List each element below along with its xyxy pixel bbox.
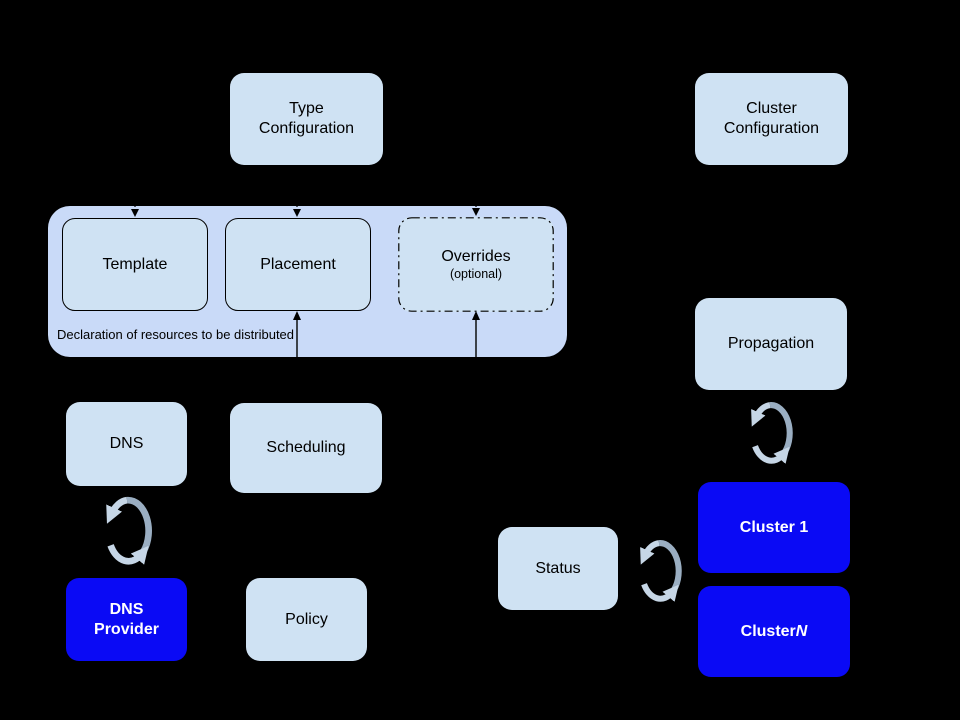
status-label: Status (535, 559, 581, 577)
sync-icon (742, 397, 798, 473)
overrides-label: Overrides (441, 247, 511, 265)
propagation-box: Propagation (695, 298, 847, 390)
type-configuration-box: Type Configuration (230, 73, 383, 165)
overrides-box: Overrides (optional) (398, 217, 554, 312)
policy-box: Policy (246, 578, 367, 661)
propagation-label: Propagation (727, 335, 815, 353)
sync-icon (96, 492, 158, 574)
dns-box: DNS (66, 402, 187, 486)
sync-icon (631, 535, 687, 611)
cluster-n-label-prefix: Cluster (740, 622, 796, 640)
cluster-configuration-box: Cluster Configuration (695, 73, 848, 165)
dns-provider-box: DNS Provider (66, 578, 187, 661)
cluster-1-box: Cluster 1 (698, 482, 850, 573)
scheduling-box: Scheduling (230, 403, 382, 493)
cluster-1-label: Cluster 1 (739, 518, 809, 536)
cluster-n-box: Cluster N (698, 586, 850, 677)
placement-box: Placement (225, 218, 371, 311)
policy-label: Policy (285, 610, 328, 628)
overrides-sublabel: (optional) (449, 267, 503, 282)
placement-label: Placement (260, 255, 336, 273)
dns-label: DNS (109, 435, 144, 453)
declaration-group-caption: Declaration of resources to be distribut… (57, 327, 295, 342)
scheduling-label: Scheduling (266, 439, 346, 457)
template-label: Template (102, 255, 168, 273)
status-box: Status (498, 527, 618, 610)
type-configuration-label: Type Configuration (258, 100, 355, 137)
cluster-n-label-suffix: N (795, 622, 808, 640)
cluster-configuration-label: Cluster Configuration (723, 100, 820, 137)
dns-provider-label: DNS Provider (94, 600, 159, 638)
template-box: Template (62, 218, 208, 311)
